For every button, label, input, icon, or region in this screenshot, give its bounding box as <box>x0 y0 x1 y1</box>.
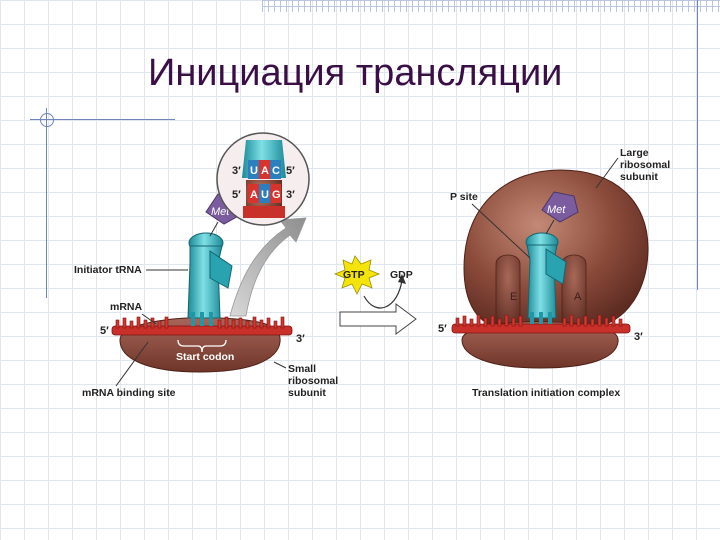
corner-grid-decoration <box>262 0 720 12</box>
small-subunit-label-line2: ribosomal <box>288 375 338 387</box>
a-site-label: A <box>574 291 582 303</box>
zoom-end-top-right: 5′ <box>286 165 295 177</box>
gtp-to-gdp-arrow <box>363 279 403 309</box>
anticodon-base-1: U <box>250 165 258 177</box>
mrna-label: mRNA <box>110 301 143 313</box>
initiator-trna-label: Initiator tRNA <box>74 264 142 276</box>
met-badge-right <box>541 191 579 223</box>
anticodon-base-3: C <box>272 165 280 177</box>
small-subunit-label-line1: Small <box>288 363 316 375</box>
gdp-label: GDP <box>390 269 413 281</box>
met-label-right: Met <box>547 204 566 216</box>
p-site-label: P site <box>450 191 478 203</box>
five-prime-right: 5′ <box>438 323 447 335</box>
translation-initiation-figure: Met Start codon U A C A U G 3′ 5′ 5′ 3′ … <box>74 132 670 399</box>
met-label-left: Met <box>211 206 230 218</box>
zoom-end-bottom-left: 5′ <box>232 189 241 201</box>
codon-base-1: A <box>250 189 258 201</box>
initiator-trna-left <box>187 232 233 326</box>
five-prime-left: 5′ <box>100 325 109 337</box>
anticodon-c-box <box>270 160 281 179</box>
codon-u-box <box>259 184 270 203</box>
anticodon-a-box <box>259 160 270 179</box>
e-site-tunnel <box>495 254 521 329</box>
codon-zoom-inset: U A C A U G 3′ 5′ 5′ 3′ <box>216 132 310 226</box>
codon-g-box <box>270 184 281 203</box>
e-site-label: E <box>510 291 517 303</box>
large-subunit-label-line3: subunit <box>620 171 658 183</box>
codon-base-2: U <box>261 189 269 201</box>
gtp-starburst <box>333 255 381 295</box>
three-prime-left: 3′ <box>296 333 305 345</box>
left-rule-vertical <box>46 108 47 298</box>
mrna-teeth-left <box>115 316 285 329</box>
initiator-trna-right <box>525 232 567 324</box>
reaction-arrow <box>339 303 417 335</box>
start-codon-label: Start codon <box>176 351 234 363</box>
large-subunit-label-line1: Large <box>620 147 649 159</box>
zoom-end-bottom-right: 3′ <box>286 189 295 201</box>
rule-circle-ornament <box>40 113 54 127</box>
large-subunit-label-line2: ribosomal <box>620 159 670 171</box>
mrna-teeth-right <box>455 314 623 327</box>
zoom-end-top-left: 3′ <box>232 165 241 177</box>
codon-a-box <box>248 184 259 203</box>
gtp-label: GTP <box>343 269 365 281</box>
anticodon-base-2: A <box>261 165 269 177</box>
codon-base-3: G <box>272 189 281 201</box>
zoom-arrow <box>229 217 307 317</box>
start-codon-brace <box>177 339 227 353</box>
anticodon-u-box <box>248 160 259 179</box>
right-rule-line <box>697 0 698 290</box>
three-prime-right: 3′ <box>634 331 643 343</box>
translation-initiation-complex-label: Translation initiation complex <box>472 387 620 399</box>
left-rule-horizontal <box>30 119 175 120</box>
slide-title: Инициация трансляции <box>148 52 563 94</box>
small-subunit-label-line3: subunit <box>288 387 326 399</box>
mrna-binding-site-label: mRNA binding site <box>82 387 176 399</box>
